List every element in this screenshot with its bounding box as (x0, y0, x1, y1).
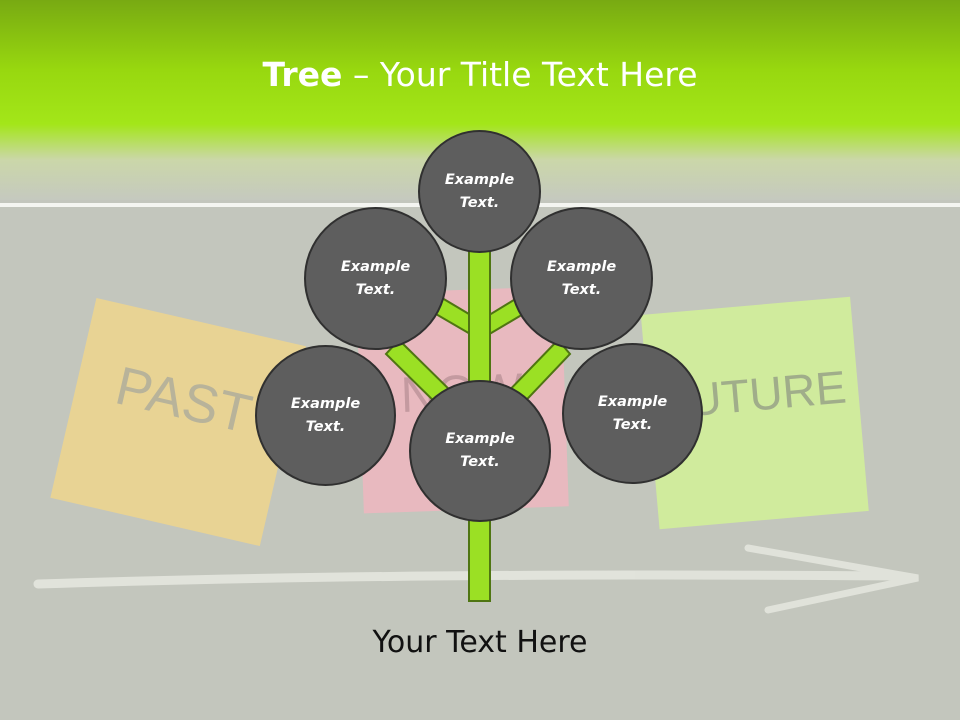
circle-lower-right: Example Text. (562, 343, 703, 484)
circle-upper-left-text: Example Text. (340, 258, 411, 298)
caption-text: Your Text Here (372, 625, 588, 660)
circle-lower-left-text: Example Text. (290, 395, 361, 435)
circle-top: Example Text. (418, 130, 541, 253)
circle-center: Example Text. (409, 380, 551, 522)
circle-upper-left: Example Text. (304, 207, 447, 350)
title-rest: – Your Title Text Here (342, 55, 698, 94)
circle-center-text: Example Text. (445, 431, 515, 470)
circle-top-text: Example Text. (444, 171, 515, 211)
chalk-arrow (33, 544, 919, 614)
title-bold: Tree (262, 55, 343, 94)
sticky-note-past: PAST (50, 297, 306, 547)
page-title: Tree – Your Title Text Here (0, 52, 960, 98)
circle-lower-left: Example Text. (255, 345, 396, 486)
circle-upper-right-text: Example Text. (546, 258, 617, 298)
circle-lower-right-text: Example Text. (597, 393, 668, 433)
circle-upper-right: Example Text. (510, 207, 653, 350)
